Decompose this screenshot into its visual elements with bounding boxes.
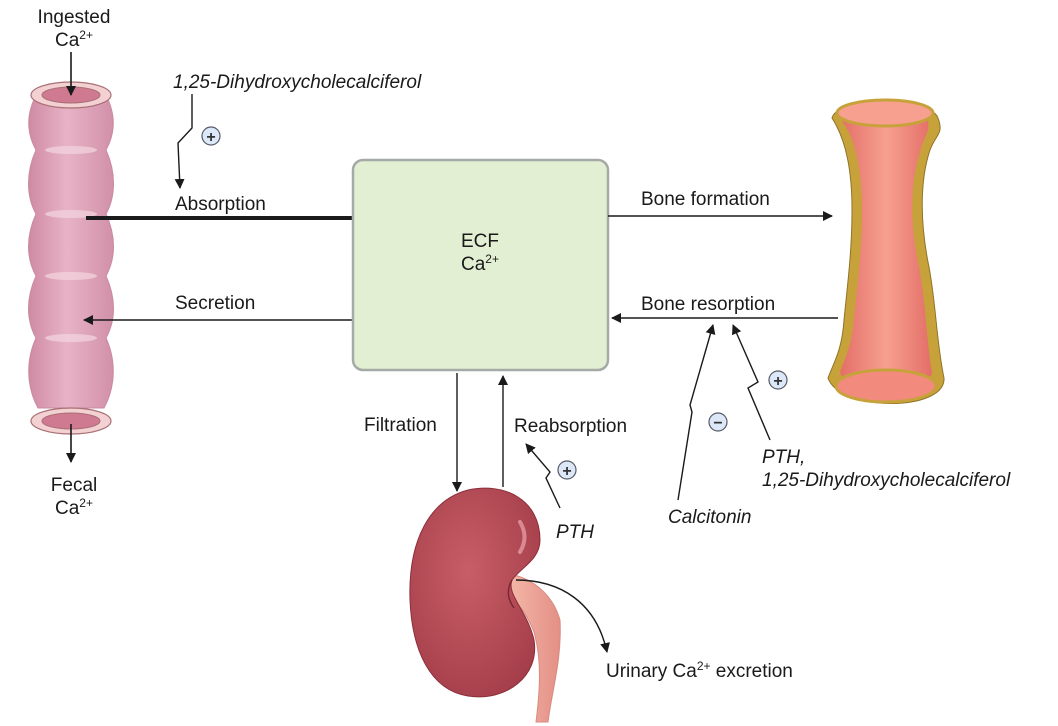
- svg-text:−: −: [713, 415, 722, 432]
- pth-kidney-stimulation-sign: +: [557, 460, 577, 480]
- ecf-label: ECF: [461, 231, 499, 252]
- ecf-ca-label: Ca2+: [461, 252, 499, 275]
- kidney-highlight: [518, 520, 527, 554]
- bone-resorption-label: Bone resorption: [641, 294, 775, 315]
- calcitonin-label: Calcitonin: [668, 507, 751, 528]
- bone-marrow: [840, 108, 932, 392]
- pth-bone-stimulation-sign: +: [768, 370, 788, 390]
- fecal-label: Fecal: [51, 475, 97, 496]
- urinary-excretion-label: Urinary Ca2+ excretion: [606, 659, 793, 682]
- pth-bone-label: PTH,: [762, 447, 805, 468]
- bone-illustration: [827, 98, 945, 404]
- filtration-label: Filtration: [364, 415, 437, 436]
- ureter: [507, 573, 561, 723]
- ingested-label: Ingested: [38, 7, 111, 28]
- bone-top-end: [835, 98, 935, 128]
- calcitriol-bone-label: 1,25-Dihydroxycholecalciferol: [762, 470, 1011, 491]
- intestine-body: [28, 91, 114, 409]
- kidney-hilum: [507, 579, 515, 609]
- pth-bone-stimulation-arrow: [732, 324, 771, 441]
- intestine-illustration: [28, 81, 114, 435]
- absorption-label: Absorption: [175, 194, 266, 215]
- ecf-compartment: [351, 158, 610, 372]
- bone-bottom-end: [834, 368, 938, 404]
- secretion-label: Secretion: [175, 293, 255, 314]
- svg-text:+: +: [773, 373, 782, 390]
- fecal-ca-label: Ca2+: [55, 496, 93, 519]
- kidney: [409, 487, 541, 698]
- bone-formation-label: Bone formation: [641, 189, 770, 210]
- pth-kidney-stimulation-arrow: [525, 443, 561, 509]
- absorption-stimulation-sign: +: [201, 126, 221, 146]
- svg-text:+: +: [562, 463, 571, 480]
- urinary-excretion-arrow: [515, 579, 610, 653]
- calcitonin-inhibition-sign: −: [708, 412, 728, 432]
- absorption-regulator-arrow: [174, 94, 193, 189]
- pth-kidney-label: PTH: [556, 522, 594, 543]
- calcitonin-inhibition-arrow: [677, 324, 716, 501]
- ingested-ca-label: Ca2+: [55, 28, 93, 51]
- svg-text:+: +: [206, 129, 215, 146]
- reabsorption-label: Reabsorption: [514, 416, 627, 437]
- intestine-folds: [45, 146, 97, 342]
- absorption-regulator-label: 1,25-Dihydroxycholecalciferol: [173, 72, 422, 93]
